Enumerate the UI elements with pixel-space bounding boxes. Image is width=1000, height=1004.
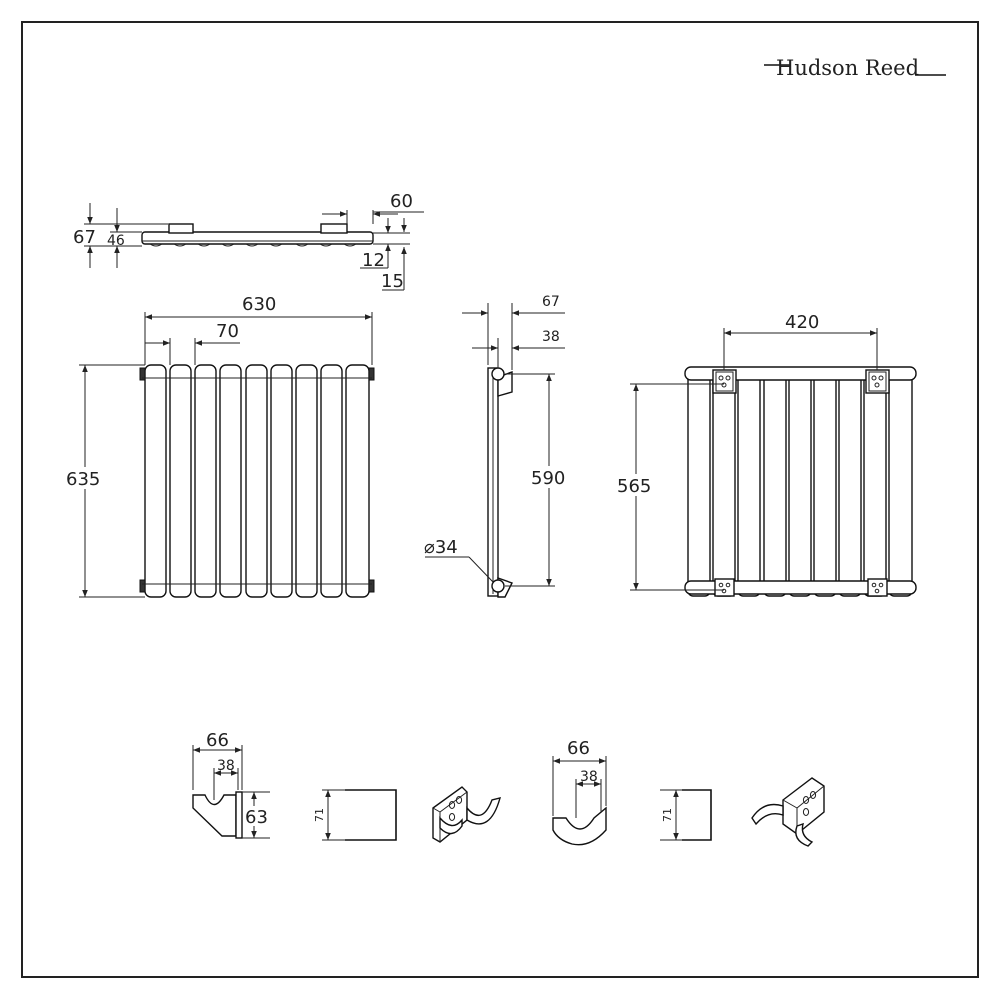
- front-column: [270, 364, 293, 598]
- top-view-offset: 60: [390, 191, 413, 212]
- rear-view-bottom-header: [684, 580, 917, 595]
- rear-column: [863, 371, 887, 597]
- top-view-gap-b: 15: [381, 271, 404, 292]
- rear-view-columns: [687, 371, 913, 597]
- side-view-pipe-diameter: ⌀34: [424, 537, 458, 558]
- rear-column: [712, 371, 736, 597]
- rear-column: [687, 371, 711, 597]
- rear-column: [888, 371, 913, 597]
- bracket-b-plate-view: 71: [660, 789, 712, 841]
- brand-logo: Hudson Reed: [764, 56, 946, 80]
- front-view: 630 70 635: [64, 294, 375, 598]
- rear-column: [788, 371, 812, 597]
- top-view-gap-a: 12: [362, 250, 385, 271]
- front-column: [295, 364, 318, 598]
- bracket-b-width: 66: [567, 738, 590, 759]
- rear-column: [763, 371, 787, 597]
- rear-view-bracket-spacing: 420: [785, 312, 819, 333]
- side-view-top-pipe: [491, 367, 505, 381]
- rear-column: [737, 371, 761, 597]
- front-column: [219, 364, 242, 598]
- front-column: [245, 364, 268, 598]
- side-view-bottom-bracket: [491, 577, 513, 598]
- front-view-width: 630: [242, 294, 276, 315]
- rear-view-wall-bracket-right: [865, 369, 890, 597]
- rear-view-bracket-height: 565: [617, 476, 651, 497]
- bracket-a-inner: 38: [217, 758, 235, 774]
- front-view-column-pitch: 70: [216, 321, 239, 342]
- rear-view: 420 565: [614, 312, 917, 597]
- bracket-a-side: 66 38 63: [192, 730, 270, 839]
- bracket-a-plate-view: 71: [313, 789, 397, 841]
- bracket-b-plate-height: 71: [661, 808, 674, 822]
- front-view-columns: [144, 364, 370, 598]
- side-view-top-bracket: [491, 367, 513, 397]
- front-column: [194, 364, 217, 598]
- front-view-end-caps: [139, 367, 375, 593]
- front-column: [320, 364, 343, 598]
- top-view: 67 46 60 12 15: [73, 191, 424, 292]
- sheet-border: [21, 21, 979, 978]
- top-view-valve-left: [168, 223, 194, 234]
- brand-name: Hudson Reed: [776, 56, 919, 80]
- top-view-panel-body: [141, 231, 374, 245]
- rear-column: [838, 371, 862, 597]
- top-view-depth-total: 67: [73, 227, 96, 248]
- front-column: [144, 364, 167, 598]
- rear-view-top-header: [684, 366, 917, 381]
- bracket-a-width: 66: [206, 730, 229, 751]
- rear-column: [813, 371, 837, 597]
- front-column: [345, 364, 370, 598]
- front-view-height: 635: [66, 469, 100, 490]
- side-view-pipe-centres: 590: [531, 468, 565, 489]
- rear-view-wall-bracket-left: [712, 369, 737, 597]
- top-view-depth-panel: 46: [107, 233, 125, 249]
- bracket-b-isometric: [751, 777, 825, 847]
- top-view-column-fins: [149, 243, 357, 247]
- bracket-a-plate-height: 71: [313, 808, 326, 822]
- bracket-b-side: 66 38: [552, 738, 607, 846]
- side-view-depth-total: 67: [542, 294, 560, 310]
- side-view-bottom-pipe: [491, 579, 505, 593]
- front-column: [169, 364, 192, 598]
- bracket-a-isometric: [432, 786, 501, 843]
- bracket-a-height: 63: [245, 807, 268, 828]
- top-view-valve-right: [320, 223, 348, 234]
- side-view-depth-bracket: 38: [542, 329, 560, 345]
- bracket-a-plate: [235, 791, 243, 839]
- side-view: 67 38 590 ⌀34: [424, 294, 572, 598]
- bracket-b-inner: 38: [580, 769, 598, 785]
